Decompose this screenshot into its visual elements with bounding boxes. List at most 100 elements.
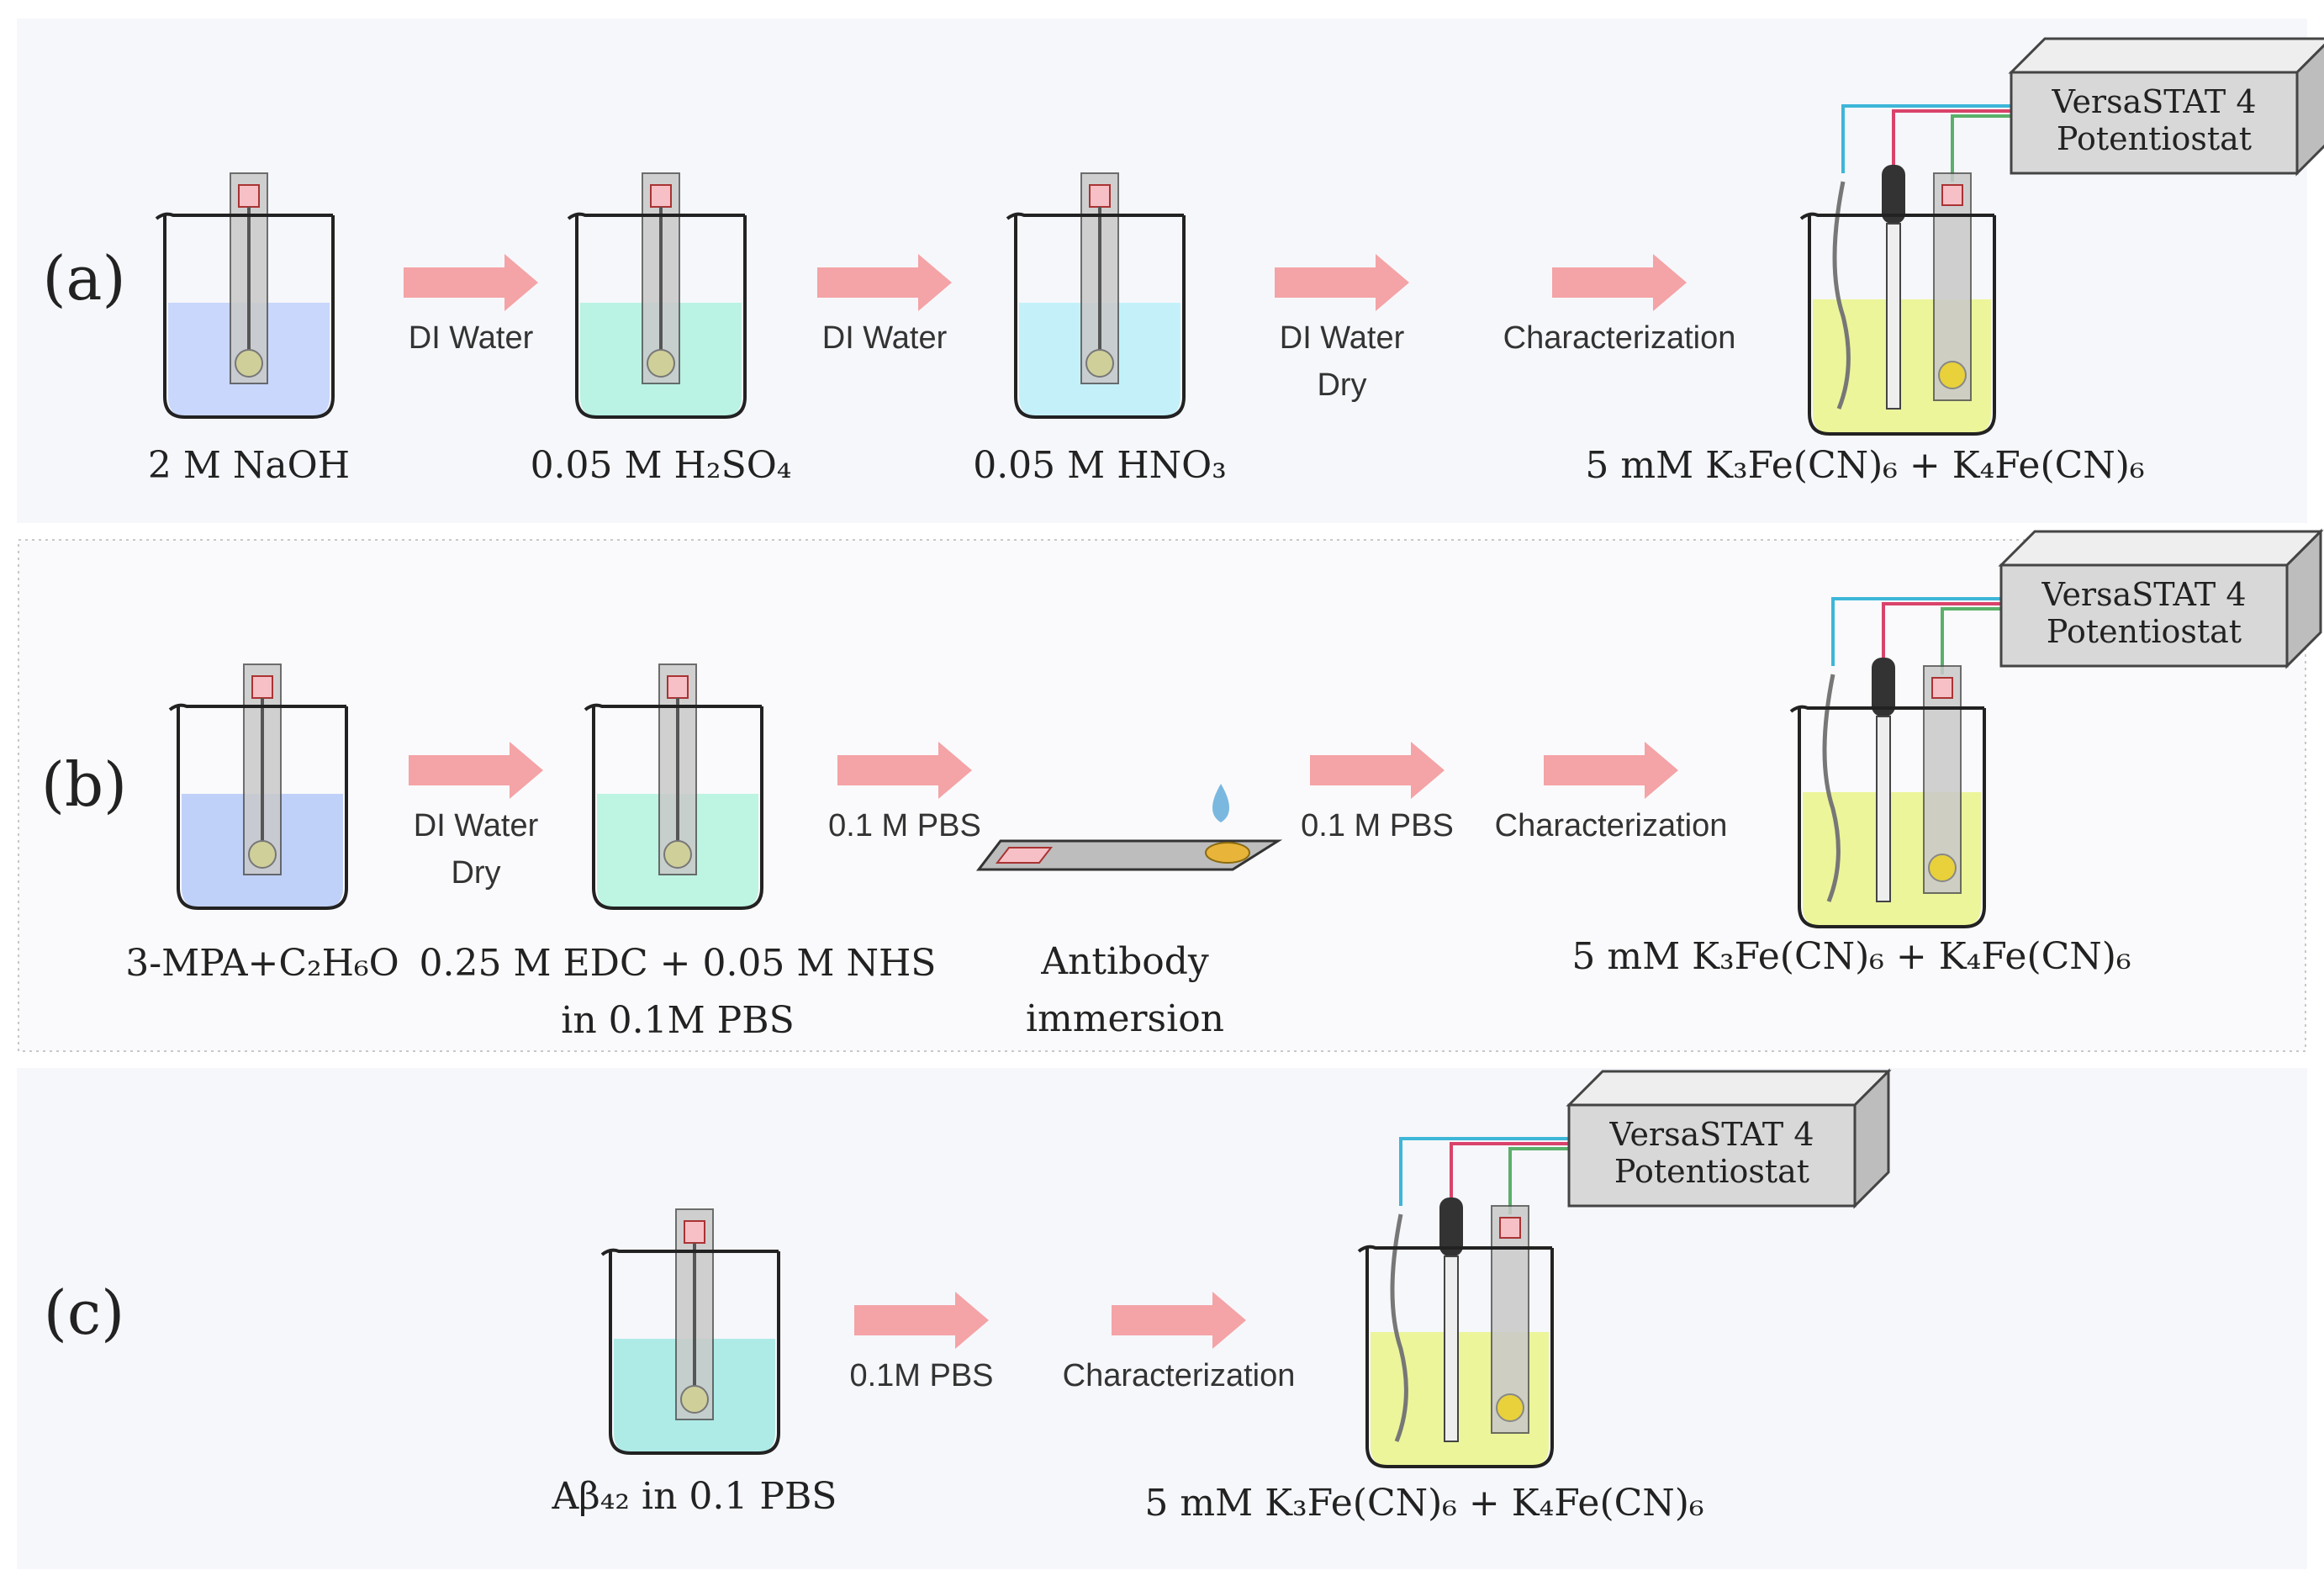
- panel-a-step-0-caption-line-0: 2 M NaOH: [148, 444, 350, 487]
- panel-b-arrow-2-shape: [1310, 742, 1445, 799]
- panel-a-arrow-0: DI Water: [404, 254, 538, 356]
- panel-b-cell-reference-electrode: [1876, 716, 1891, 902]
- panel-b-cell-wire-blue: [1831, 597, 2001, 666]
- panel-b: (b) 3-MPA+C₂H₆O 0.25 M EDC + 0.05 M NHS in …: [41, 528, 2324, 1042]
- panel-c-arrow-1: Characterization: [1063, 1292, 1296, 1393]
- panel-b-step-1-caption-line-1: in 0.1M PBS: [561, 999, 795, 1042]
- panel-a-arrow-3: Characterization: [1503, 254, 1735, 356]
- panel-a: (a) 2 M NaOH 0.05 M H₂SO₄ 0.05 M HNO₃ VersaS…: [42, 37, 2324, 487]
- panel-c-cell-device-top: [1566, 1070, 1892, 1107]
- panel-b-arrow-2: 0.1 M PBS: [1301, 742, 1454, 843]
- panel-c-step-0-caption-line-0: Aβ₄₂ in 0.1 PBS: [552, 1475, 837, 1518]
- panel-a-cell-device-front: [2010, 71, 2299, 175]
- panel-b-step-2-caption-line-0: Antibody: [1040, 940, 1209, 983]
- panel-a-beaker-0-glass: [155, 212, 335, 419]
- panel-b-antibody-strip: [975, 784, 1283, 871]
- panel-a-cell-glass: [1799, 212, 1996, 436]
- panel-a-cell-working-pad: [1941, 184, 1963, 206]
- panel-b-arrow-2-label-line-0: 0.1 M PBS: [1301, 808, 1454, 843]
- panel-c: (c) Aβ₄₂ in 0.1 PBS VersaSTAT 4Potentiosta…: [44, 1068, 1892, 1525]
- panel-a-beaker-0-electrode-disk: [235, 349, 263, 378]
- panel-c-cell-device-label-line-1: Potentiostat: [1614, 1153, 1809, 1190]
- panel-b-cell-device-front: [1999, 563, 2289, 668]
- panel-a-cell-wire-green: [1951, 114, 2011, 182]
- panel-a-arrow-3-shape: [1552, 254, 1687, 311]
- panel-b-arrow-3-label-line-0: Characterization: [1495, 808, 1728, 843]
- panel-b-beaker-1-glass: [584, 703, 763, 910]
- panel-a-beaker-2-electrode-pad: [1089, 184, 1111, 208]
- panel-c-label: (c): [44, 1277, 125, 1348]
- panel-c-cell-device-label-line-0: VersaSTAT 4: [1608, 1116, 1814, 1153]
- panel-a-cell-reference-cap: [1882, 165, 1905, 224]
- panel-c-arrow-0-label-line-0: 0.1M PBS: [849, 1358, 993, 1393]
- panel-a-arrow-0-shape: [404, 254, 538, 311]
- panel-b-cell-wire-red: [1882, 602, 2001, 666]
- panel-a-beaker-0: [155, 172, 335, 419]
- panel-b-arrow-0-label-line-1: Dry: [451, 855, 500, 891]
- panel-b-cell-working-disk: [1928, 854, 1957, 882]
- panel-a-step-3-caption-line-0: 5 mM K₃Fe(CN)₆ + K₄Fe(CN)₆: [1585, 444, 2144, 487]
- panel-a-beaker-2-electrode-disk: [1085, 349, 1114, 378]
- panel-b-beaker-0-electrode-pad: [251, 675, 273, 699]
- panel-c-cell-wire-green: [1508, 1147, 1569, 1214]
- panel-a-cell-device-label-line-0: VersaSTAT 4: [2051, 83, 2256, 120]
- panel-c-cell-device-front: [1567, 1103, 1857, 1208]
- panel-a-arrow-2-shape: [1275, 254, 1409, 311]
- panel-c-cell-reference-cap: [1439, 1197, 1463, 1256]
- droplet-icon: [1212, 784, 1229, 822]
- panel-b-cell-counter-electrode: [1822, 674, 1841, 902]
- panel-c-cell-glass: [1357, 1245, 1554, 1468]
- panel-c-beaker-0-glass: [600, 1248, 780, 1455]
- panel-b-arrow-3-shape: [1544, 742, 1678, 799]
- panel-c-beaker-0: [600, 1208, 780, 1455]
- panel-b-step-2-caption-line-1: immersion: [1026, 997, 1224, 1040]
- panel-a-cell-device-label-line-1: Potentiostat: [2057, 120, 2252, 157]
- panel-b-cell-device-top: [1998, 530, 2324, 567]
- panel-a-arrow-1-label-line-0: DI Water: [822, 320, 948, 356]
- panel-b-cell-device-label-line-1: Potentiostat: [2047, 613, 2242, 650]
- panel-a-arrow-1: DI Water: [817, 254, 952, 356]
- panel-b-arrow-1: 0.1 M PBS: [828, 742, 981, 843]
- panel-a-step-1-caption-line-0: 0.05 M H₂SO₄: [531, 444, 792, 487]
- panel-b-beaker-1-electrode-disk: [663, 840, 692, 869]
- panel-b-cell-glass: [1789, 705, 1986, 928]
- panel-a-label: (a): [42, 243, 125, 314]
- panel-a-beaker-1-glass: [567, 212, 747, 419]
- panel-c-step-1-caption-line-0: 5 mM K₃Fe(CN)₆ + K₄Fe(CN)₆: [1144, 1482, 1703, 1525]
- antibody-strip-pad: [995, 847, 1054, 864]
- panel-a-arrow-1-shape: [817, 254, 952, 311]
- panel-b-beaker-0: [168, 663, 348, 910]
- panel-b-cell-working-pad: [1931, 677, 1953, 699]
- panel-a-beaker-2: [1006, 172, 1186, 419]
- panel-a-cell-device-top: [2008, 37, 2324, 74]
- panel-a-cell-counter-electrode: [1832, 181, 1851, 410]
- panel-b-beaker-0-electrode-disk: [248, 840, 277, 869]
- panel-a-step-2-caption-line-0: 0.05 M HNO₃: [973, 444, 1227, 487]
- panel-b-step-1-caption-line-0: 0.25 M EDC + 0.05 M NHS: [420, 942, 937, 985]
- panel-b-label: (b): [41, 749, 127, 820]
- antibody-strip-body: [975, 839, 1283, 871]
- panel-c-arrow-0-shape: [854, 1292, 989, 1349]
- panel-b-step-0-caption-line-0: 3-MPA+C₂H₆O: [125, 942, 399, 985]
- panel-a-beaker-2-glass: [1006, 212, 1186, 419]
- panel-a-arrow-2-label-line-0: DI Water: [1280, 320, 1405, 356]
- panel-c-cell-reference-electrode: [1444, 1256, 1459, 1442]
- panel-b-cell-reference-cap: [1872, 658, 1895, 716]
- panel-a-cell-wire-blue: [1841, 104, 2011, 173]
- panel-c-cell-working-pad: [1499, 1217, 1521, 1239]
- panel-a-background: [17, 19, 2307, 523]
- panel-a-cell-working-disk: [1938, 361, 1967, 389]
- panel-a-beaker-0-electrode-pad: [238, 184, 260, 208]
- panel-b-arrow-0-label-line-0: DI Water: [414, 808, 539, 843]
- panel-b-arrow-1-shape: [837, 742, 972, 799]
- panel-c-cell-counter-electrode: [1390, 1213, 1408, 1442]
- panel-b-step-3-caption-line-0: 5 mM K₃Fe(CN)₆ + K₄Fe(CN)₆: [1571, 935, 2131, 978]
- panel-a-cell-reference-electrode: [1886, 223, 1901, 410]
- panel-c-beaker-0-electrode-disk: [680, 1385, 709, 1414]
- panel-b-beaker-1-electrode-pad: [667, 675, 689, 699]
- antibody-drop-on-strip: [1205, 842, 1250, 864]
- panel-c-arrow-1-label-line-0: Characterization: [1063, 1358, 1296, 1393]
- panel-b-arrow-0-shape: [409, 742, 543, 799]
